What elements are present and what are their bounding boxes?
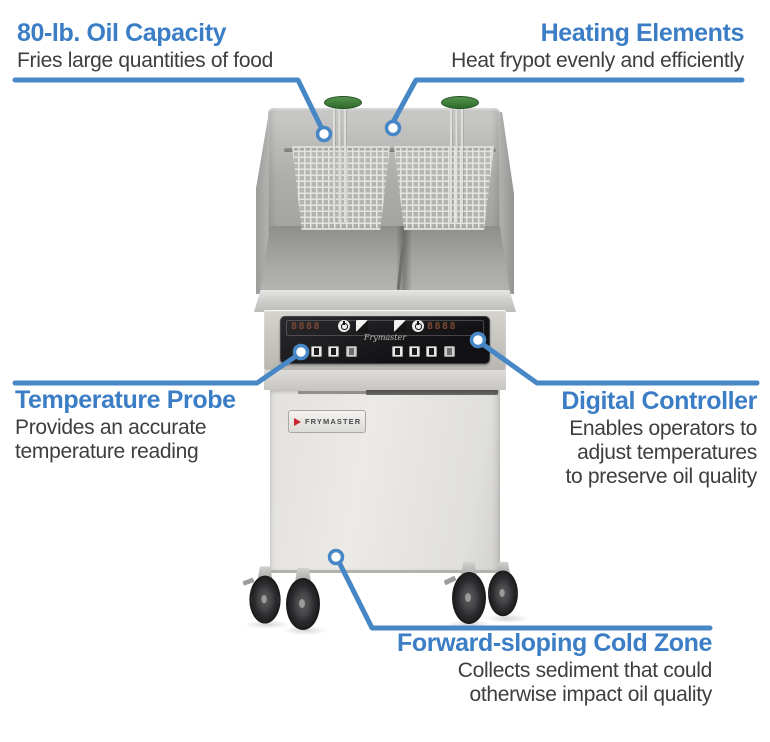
basket-hanger-bar [284,148,496,152]
callout-text: temperature reading [15,440,199,464]
wheel-shadow [446,620,492,629]
wheel-shadow [484,614,530,623]
panel-button [311,346,322,357]
wheel-shadow [282,626,328,635]
callout-text: Heat frypot evenly and efficiently [451,49,744,73]
callout-line-temperature-probe [12,351,302,386]
cabinet-door: FRYMASTER [270,390,500,572]
callout-dot-oil-capacity [315,125,333,143]
callout-heating-elements: Heating Elements Heat frypot evenly and … [451,20,744,73]
caster-wheel [452,572,486,624]
callout-title: Temperature Probe [15,386,236,414]
callout-title: Digital Controller [561,387,757,415]
callout-text: adjust temperatures [577,441,757,465]
callout-line-heating-elements [389,77,745,127]
callout-text: Fries large quantities of food [17,49,273,73]
callout-text: Enables operators to [569,417,757,441]
callout-dot-heating-elements [384,119,402,137]
callout-line-digital-controller [478,340,760,386]
caster-front-left [286,568,320,630]
callout-temperature-probe: Temperature Probe Provides an accurate t… [15,387,236,464]
caster-rear-right [488,561,518,617]
panel-button [346,346,357,357]
callout-line-oil-capacity [12,77,325,132]
frymaster-badge: FRYMASTER [288,410,366,433]
panel-brand-script: Frymaster [363,333,407,342]
basket-handle-cap-left [324,96,362,109]
panel-button [392,346,403,357]
frypot-front-rim [254,290,516,312]
on-off-toggle-icon-left [356,320,368,332]
callout-text: otherwise impact oil quality [469,683,712,707]
panel-button [409,346,420,357]
callout-dot-cold-zone [327,548,345,566]
callout-digital-controller: Digital Controller Enables operators to … [561,388,757,489]
frypot-interior [260,226,510,294]
callout-text: Provides an accurate [15,416,207,440]
callout-text: to preserve oil quality [565,465,757,489]
panel-lower-band [264,370,506,390]
callout-dot-digital-controller [469,331,487,349]
panel-button [426,346,437,357]
callout-dot-temperature-probe [292,343,310,361]
cabinet-bottom-edge [270,570,500,573]
panel-button [444,346,455,357]
power-icon-right [412,320,424,332]
basket-handle-rods-right [450,104,466,222]
frymaster-badge-label: FRYMASTER [305,417,362,426]
caster-front-right [443,562,486,624]
door-handle-recess [366,390,498,395]
callout-title: 80-lb. Oil Capacity [17,19,227,47]
temperature-display-left: 8888 [291,321,322,332]
caster-wheel [249,575,281,624]
fry-basket-right [394,146,494,230]
on-off-toggle-icon-right [394,320,406,332]
callout-oil-capacity: 80-lb. Oil Capacity Fries large quantiti… [17,20,273,73]
callout-title: Heating Elements [540,19,745,47]
callout-cold-zone: Forward-sloping Cold Zone Collects sedim… [397,630,712,707]
caster-rear-left [242,566,281,624]
panel-button [328,346,339,357]
wheel-shadow [244,620,290,629]
caster-wheel [488,570,518,617]
callout-line-cold-zone [335,557,713,631]
temperature-display-right: 8888 [427,321,458,332]
basket-handle-cap-right [441,96,479,109]
callout-text: Collects sediment that could [457,659,713,683]
basket-handle-rods-left [333,104,349,222]
frymaster-logo-icon [294,417,301,426]
power-icon-left [338,320,350,332]
caster-wheel [286,578,320,630]
callout-title: Forward-sloping Cold Zone [397,629,712,657]
panel-trim-line [286,320,484,336]
digital-control-panel: 8888 8888 Frymaster [280,316,490,364]
